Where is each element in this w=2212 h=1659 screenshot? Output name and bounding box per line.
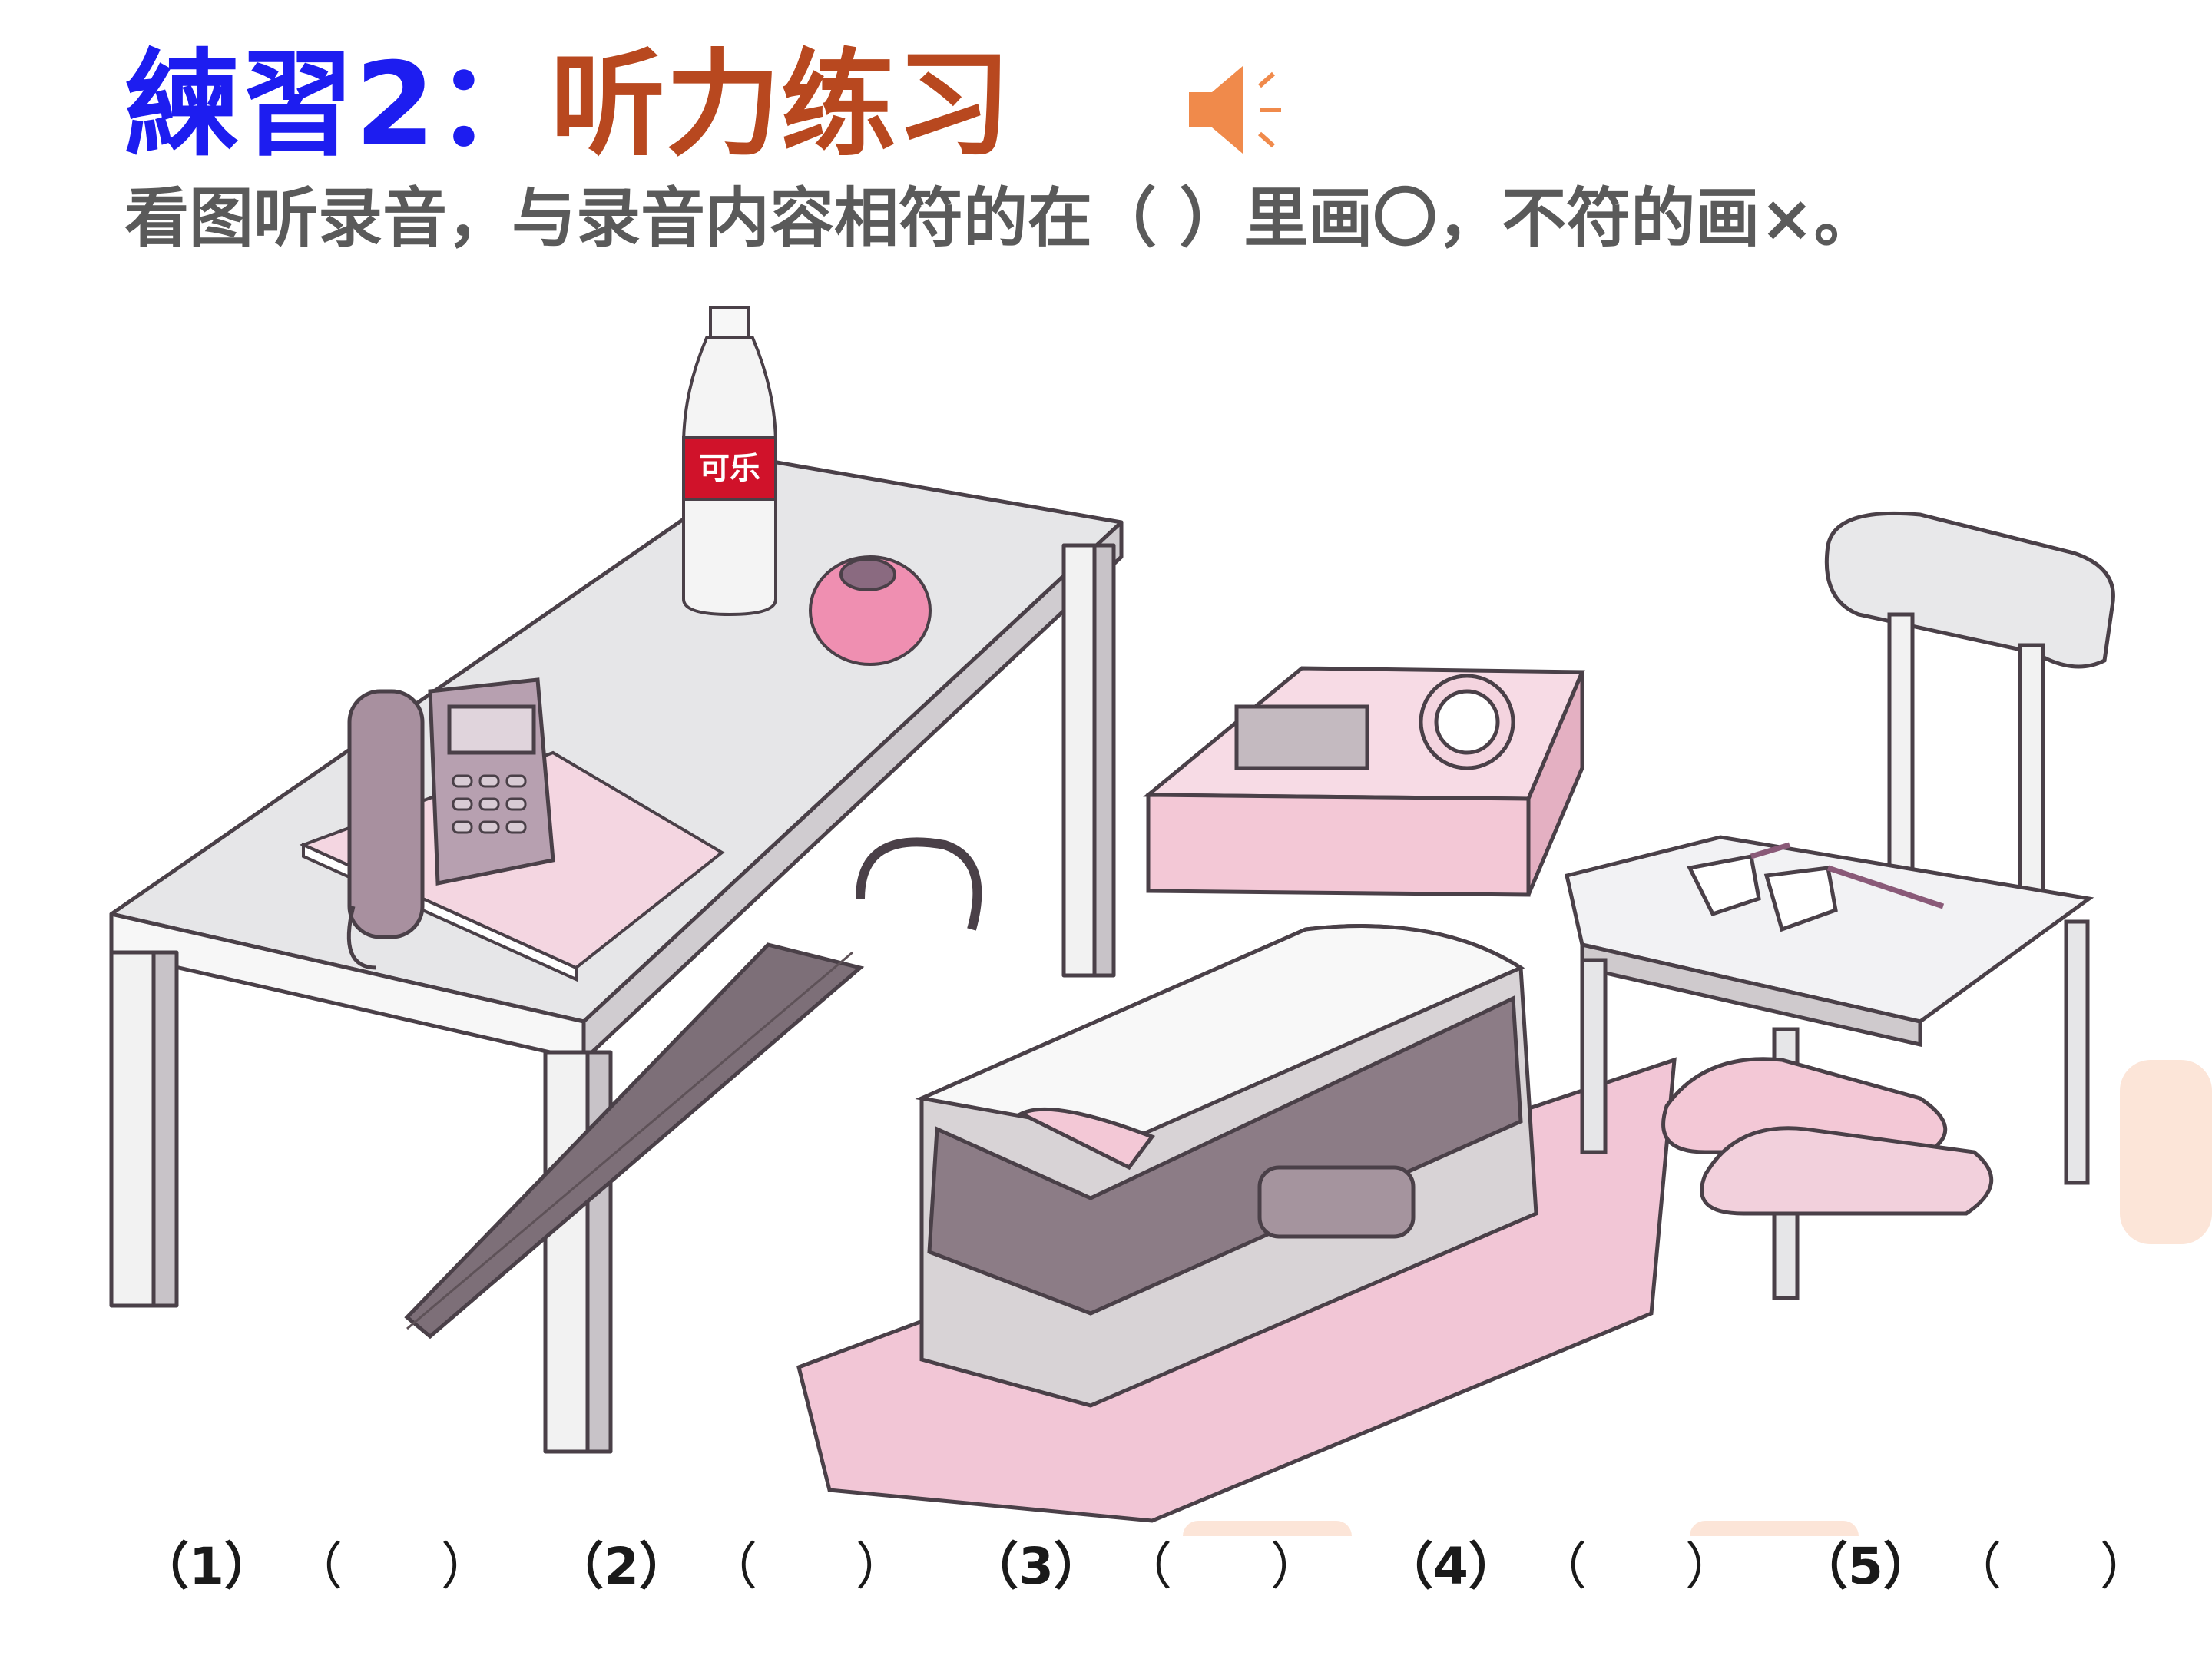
answer-number-5: （5）: [1797, 1537, 1934, 1596]
answer-blank-1[interactable]: （ ）: [292, 1528, 492, 1605]
close-paren: ）: [1270, 1537, 1321, 1596]
answer-number-1: （1）: [138, 1537, 275, 1596]
close-paren: ）: [1685, 1537, 1736, 1596]
title-main: 听力练习: [550, 38, 1012, 172]
open-box: [1143, 666, 1585, 897]
speaker-icon[interactable]: [1183, 60, 1290, 160]
telephone: [346, 677, 555, 970]
shoes: [1661, 1057, 1994, 1216]
answer-item-2: （2） （ ）: [553, 1528, 968, 1605]
answer-blank-2[interactable]: （ ）: [707, 1528, 906, 1605]
answer-item-1: （1） （ ）: [138, 1528, 553, 1605]
instruction-text: 看图听录音，与录音内容相符的在（ ）里画〇，不符的画×。: [124, 180, 1879, 256]
open-paren: （: [707, 1537, 757, 1596]
close-paren: ）: [441, 1537, 492, 1596]
close-paren: ）: [2100, 1537, 2151, 1596]
answer-item-3: （3） （ ）: [968, 1528, 1382, 1605]
cola-bottle: [682, 306, 777, 617]
answer-blank-4[interactable]: （ ）: [1536, 1528, 1736, 1605]
open-paren: （: [1536, 1537, 1587, 1596]
room-illustration: 可乐: [109, 306, 2212, 1536]
title-prefix: 練習2：: [124, 38, 551, 172]
glasses: [1687, 842, 1945, 932]
bottle-label: 可乐: [699, 451, 760, 486]
answer-number-2: （2）: [553, 1537, 690, 1596]
open-paren: （: [1951, 1537, 2002, 1596]
answer-blank-5[interactable]: （ ）: [1951, 1528, 2151, 1605]
persimmon: [809, 555, 932, 666]
background-decoration: [1183, 1060, 2212, 1536]
page-title: 練習2：听力练习: [124, 48, 1011, 163]
umbrella: [404, 837, 982, 1339]
answer-blank-3[interactable]: （ ）: [1121, 1528, 1321, 1605]
open-paren: （: [292, 1537, 343, 1596]
answer-item-5: （5） （ ）: [1797, 1528, 2212, 1605]
answer-item-4: （4） （ ）: [1382, 1528, 1797, 1605]
close-paren: ）: [856, 1537, 906, 1596]
answer-number-4: （4）: [1382, 1537, 1519, 1596]
answer-number-3: （3）: [968, 1537, 1104, 1596]
suitcase: [796, 924, 1677, 1523]
open-paren: （: [1121, 1537, 1172, 1596]
answer-row: （1） （ ） （2） （ ） （3） （ ） （4） （ ） （5） （ ）: [138, 1528, 2181, 1605]
